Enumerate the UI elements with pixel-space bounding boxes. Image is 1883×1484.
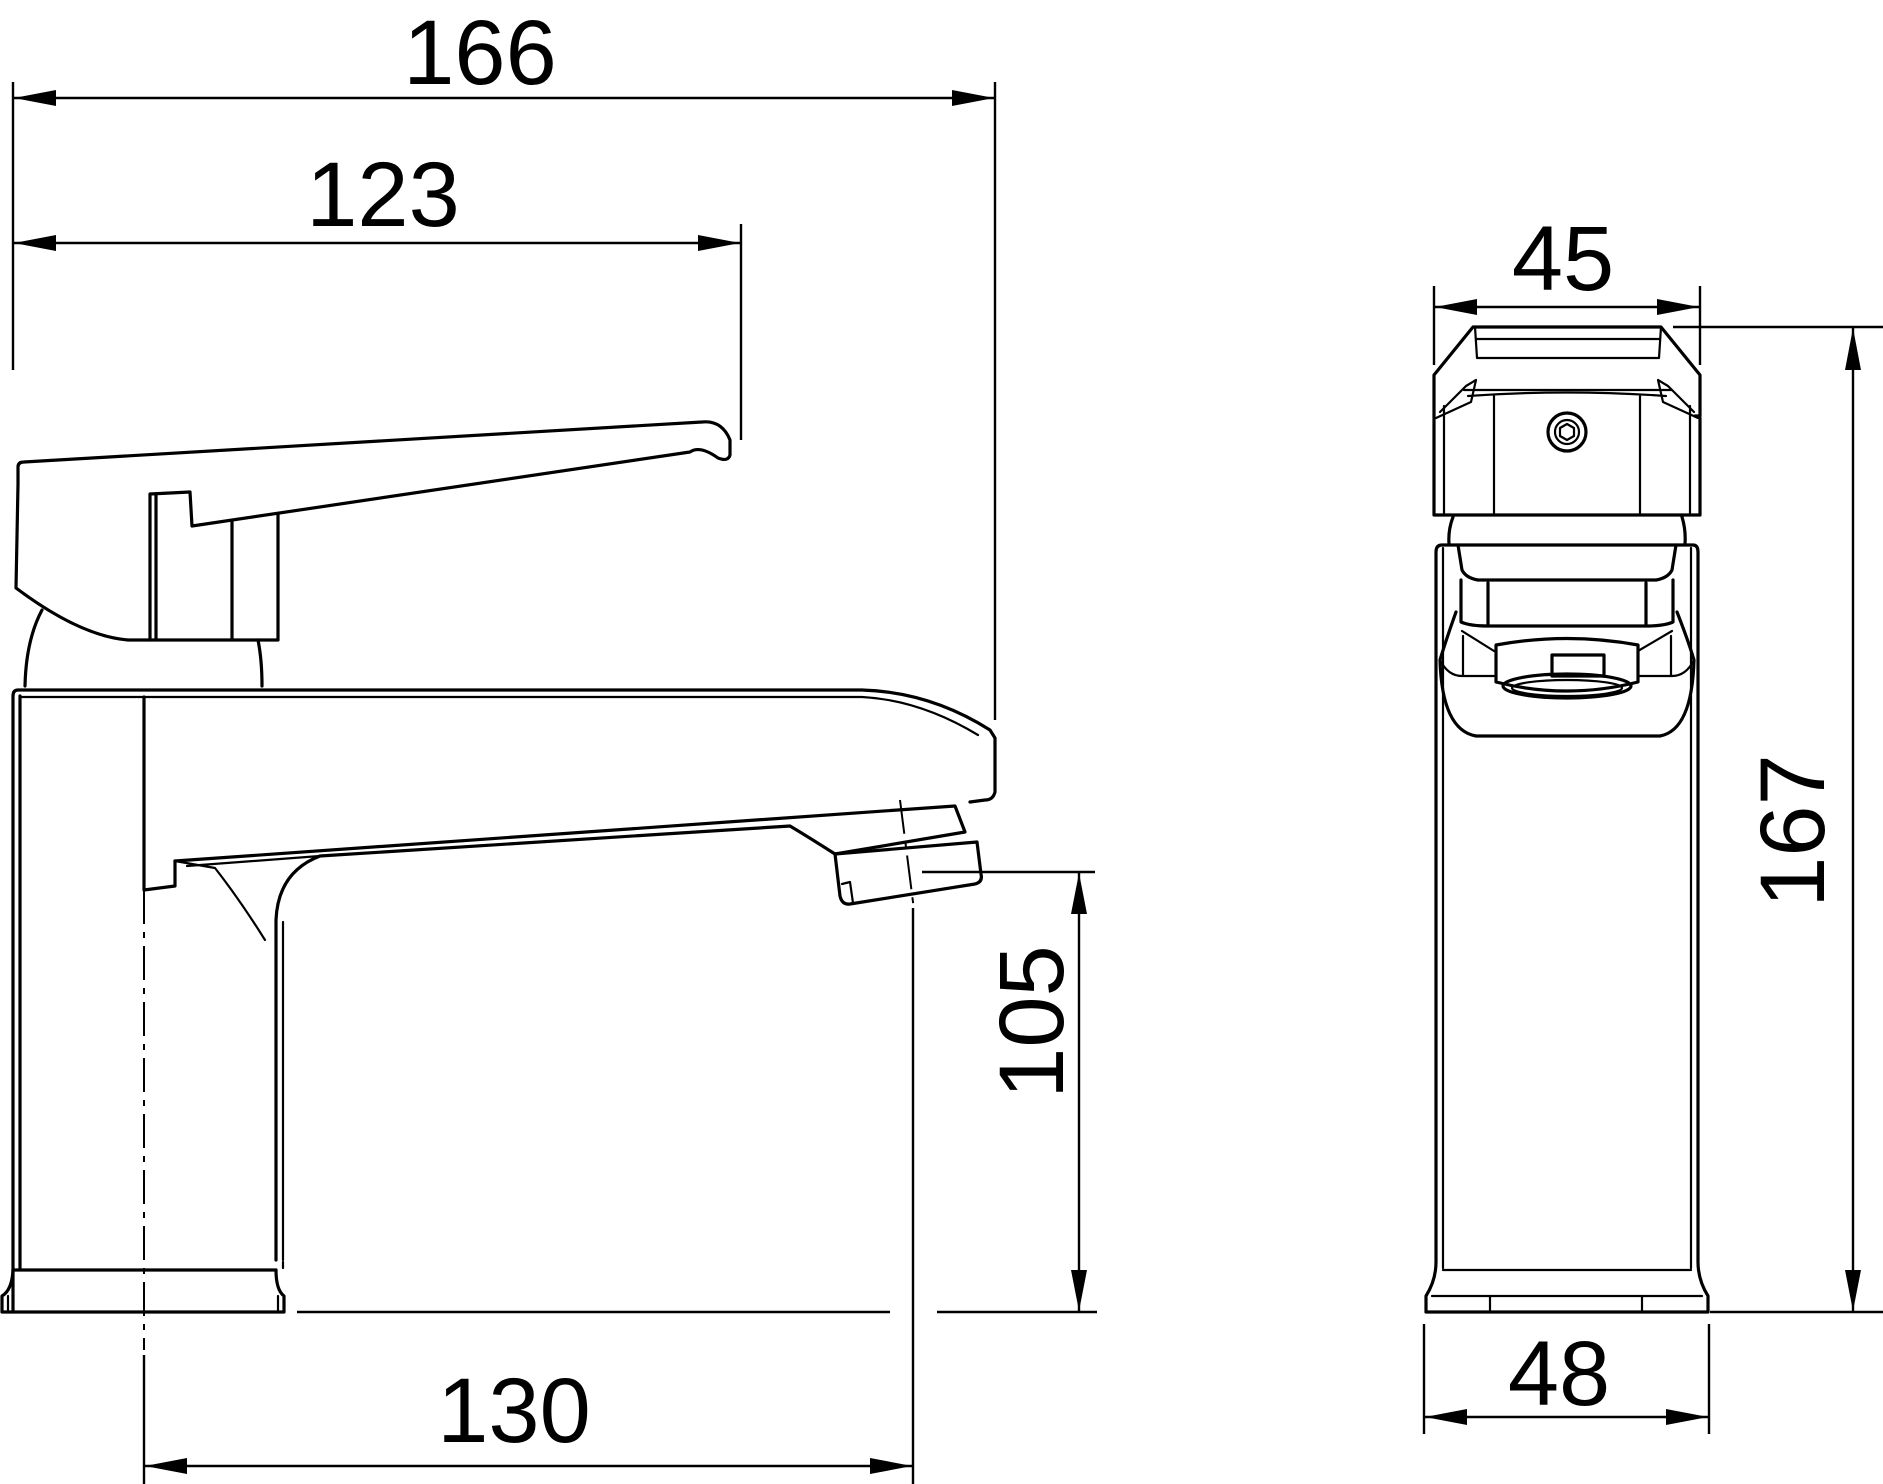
- spout-inner: [173, 854, 322, 942]
- aerator-tab: [1550, 653, 1606, 678]
- front-body: [1424, 543, 1710, 1314]
- label-123: 123: [306, 144, 460, 246]
- aerator: [833, 840, 983, 906]
- dimension-166: 166: [11, 2, 997, 720]
- dimension-130: 130: [142, 908, 915, 1484]
- label-166: 166: [403, 2, 557, 104]
- dimension-167: 167: [1673, 325, 1883, 1314]
- aerator-nut: [1494, 636, 1640, 693]
- label-130: 130: [437, 1360, 591, 1462]
- screw-icon: [1546, 411, 1588, 453]
- lever-handle: [14, 420, 732, 642]
- lever-detail: [148, 492, 280, 642]
- aerator-opening: [1501, 672, 1633, 700]
- spout-front-ledge: [1438, 629, 1696, 678]
- base-foot-inner: [6, 1260, 285, 1312]
- label-45: 45: [1512, 208, 1614, 310]
- dimension-45: 45: [1432, 208, 1702, 365]
- spout: [173, 804, 967, 1262]
- front-body-inner: [1430, 546, 1704, 1314]
- dimension-48: 48: [1422, 1323, 1711, 1434]
- body-top: [11, 688, 997, 1314]
- handle-cap-inner: [1434, 325, 1700, 516]
- lever-dome: [23, 608, 264, 688]
- centerline-outlet: [899, 799, 915, 911]
- aerator-detail: [840, 880, 855, 905]
- aerator-inner: [1510, 678, 1624, 698]
- screw-inner: [1553, 418, 1581, 446]
- body-join: [142, 695, 177, 892]
- handle-neck: [1447, 515, 1687, 546]
- label-48: 48: [1508, 1323, 1610, 1425]
- spout-front-lower: [1438, 610, 1696, 738]
- dimension-105: 105: [922, 870, 1097, 1314]
- dimension-123: 123: [13, 144, 743, 440]
- front-view: [1424, 325, 1710, 1314]
- label-105: 105: [981, 945, 1083, 1099]
- screw-hex: [1558, 422, 1576, 442]
- label-167: 167: [1742, 754, 1844, 908]
- side-view: [0, 420, 997, 1350]
- body-top-inner: [18, 695, 980, 737]
- spout-front: [1456, 543, 1678, 628]
